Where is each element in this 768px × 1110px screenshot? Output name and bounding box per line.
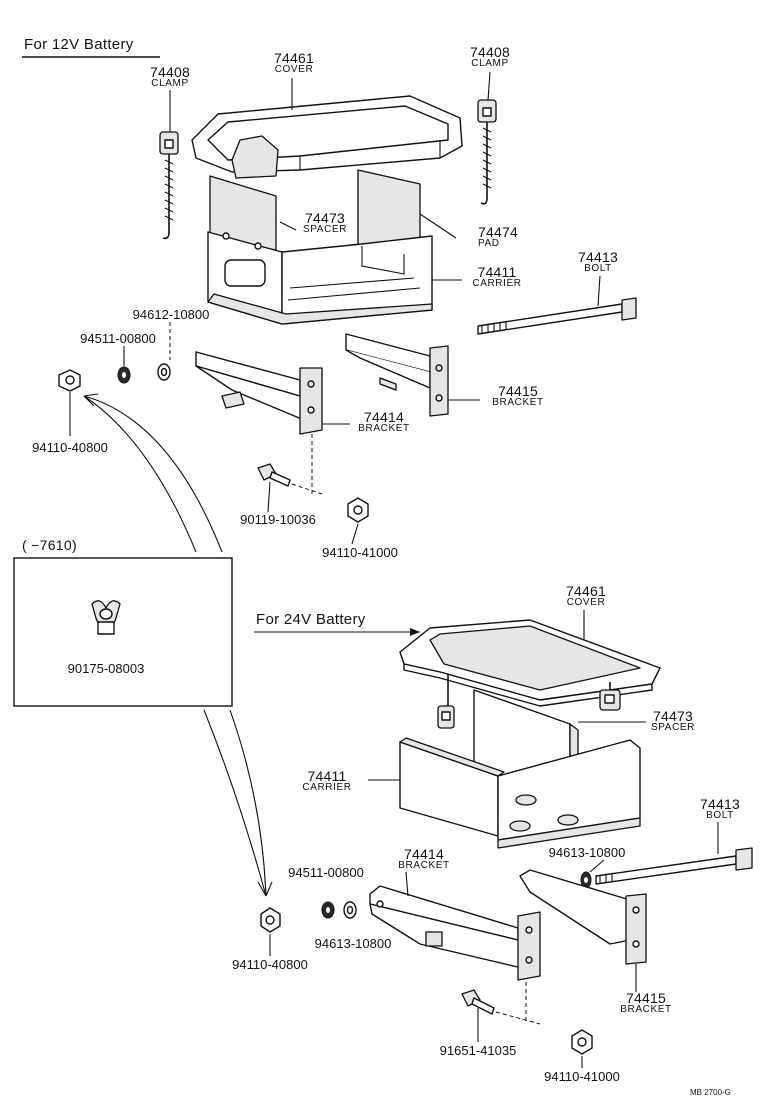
washer-94612-drawing [157, 363, 171, 381]
part-number: 74408 [470, 44, 510, 60]
hw-94613-10800-right: 94613-10800 [548, 845, 626, 860]
label-clamp-right: 74408 CLAMP [462, 45, 518, 69]
nut-94110-40800-bottom-drawing [260, 907, 281, 933]
part-name: CLAMP [151, 78, 189, 89]
part-number: 74414 [364, 409, 404, 425]
bracket-74414-top-drawing [195, 351, 323, 435]
nut-94110-41000-top-drawing [347, 497, 369, 523]
bolt-91651-drawing [461, 989, 495, 1015]
clamp-left-drawing [159, 131, 179, 240]
arrow-line2-top [83, 395, 197, 553]
part-name: BRACKET [492, 397, 544, 408]
inset-range-label: ( −7610) [22, 537, 77, 553]
clamp-right-drawing [477, 99, 497, 205]
arrow-line2-bottom [229, 709, 267, 897]
part-name: SPACER [651, 722, 695, 733]
part-number: 74408 [150, 64, 190, 80]
part-name: BRACKET [620, 1004, 672, 1015]
carrier-top-drawing [207, 231, 433, 325]
part-number: 74415 [626, 990, 666, 1006]
label-cover-top: 74461 COVER [264, 51, 324, 75]
label-bolt-top: 74413 BOLT [570, 250, 626, 274]
part-number: 74474 [478, 224, 518, 240]
part-name: CARRIER [472, 278, 522, 289]
bolt-top-drawing [477, 297, 637, 335]
nut-94110-40800-top-drawing [58, 369, 81, 392]
part-name: PAD [478, 238, 500, 249]
label-cover-bottom: 74461 COVER [556, 584, 616, 608]
wingnut-drawing [91, 600, 121, 635]
label-bracket-74415-top: 74415 BRACKET [484, 384, 552, 408]
label-clamp-left: 74408 CLAMP [142, 65, 198, 89]
inset-box [13, 557, 233, 707]
hw-94110-40800-bottom: 94110-40800 [232, 957, 308, 972]
bracket-74415-top-drawing [345, 333, 449, 417]
carrier-bottom-drawing [399, 737, 641, 849]
part-name: BOLT [584, 263, 612, 274]
part-number: 74461 [274, 50, 314, 66]
hw-91651-41035: 91651-41035 [439, 1043, 517, 1058]
part-number: 74411 [477, 264, 517, 280]
hw-94511-00800-bottom: 94511-00800 [288, 865, 364, 880]
hw-94110-41000-top: 94110-41000 [322, 545, 398, 560]
arrow-to-nut-bottom [203, 709, 267, 897]
part-number: 74413 [578, 249, 618, 265]
hw-94110-40800-top: 94110-40800 [32, 440, 108, 455]
clamps-bottom-drawing [437, 674, 621, 729]
part-number: 74413 [700, 796, 740, 812]
part-number: 74415 [498, 383, 538, 399]
washer-94511-top-drawing [117, 366, 131, 384]
part-name: SPACER [303, 224, 347, 235]
label-pad: 74474 PAD [478, 225, 530, 249]
label-bracket-74414-bottom: 74414 BRACKET [390, 847, 458, 871]
hw-94613-10800-bottom: 94613-10800 [314, 936, 392, 951]
label-bolt-bottom: 74413 BOLT [696, 797, 744, 821]
reference-code: MB 2700-G [690, 1088, 731, 1097]
bolt-bottom-drawing [580, 847, 753, 889]
part-number: 74473 [305, 210, 345, 226]
washer-94613-bottom-drawing [343, 901, 357, 919]
bracket-74415-bottom-drawing [519, 869, 647, 965]
bottom-heading: For 24V Battery [256, 611, 366, 628]
label-bracket-74414-top: 74414 BRACKET [350, 410, 418, 434]
bracket-74414-bottom-drawing [369, 885, 541, 981]
part-name: BRACKET [358, 423, 410, 434]
part-name: COVER [566, 597, 606, 608]
hw-94612-10800: 94612-10800 [132, 307, 210, 322]
part-name: CLAMP [471, 58, 509, 69]
label-spacer-top: 74473 SPACER [296, 211, 354, 235]
cover-bottom-drawing [399, 619, 661, 707]
part-number: 74461 [566, 583, 606, 599]
part-name: CARRIER [302, 782, 352, 793]
hw-94511-00800-top: 94511-00800 [80, 331, 156, 346]
leaders-bottom [269, 610, 719, 1068]
label-carrier-top: 74411 CARRIER [464, 265, 530, 289]
part-name: COVER [274, 64, 314, 75]
leaders-top [69, 71, 601, 545]
hw-90175-08003: 90175-08003 [67, 661, 145, 676]
label-carrier-bottom: 74411 CARRIER [294, 769, 360, 793]
bolt-90119-dash [291, 483, 323, 495]
hw-90119-10036: 90119-10036 [240, 512, 316, 527]
nut-94110-41000-bottom-drawing [571, 1029, 593, 1055]
part-number: 74411 [307, 768, 347, 784]
label-spacer-bottom: 74473 SPACER [644, 709, 702, 733]
arrow-to-nut-top [83, 395, 223, 553]
part-number: 74414 [404, 846, 444, 862]
arrow-head-bottom [257, 881, 273, 897]
bolt-90119-drawing [257, 463, 291, 487]
bolt-91651-dash [495, 1011, 541, 1025]
washer-94511-bottom-drawing [321, 901, 335, 919]
hw-94110-41000-bottom: 94110-41000 [544, 1069, 620, 1084]
part-name: BOLT [706, 810, 734, 821]
top-heading: For 12V Battery [24, 36, 134, 53]
cover-top-drawing [191, 95, 463, 179]
label-bracket-74415-bottom: 74415 BRACKET [612, 991, 680, 1015]
part-name: BRACKET [398, 860, 450, 871]
bottom-heading-arrow [410, 628, 420, 636]
part-number: 74473 [653, 708, 693, 724]
